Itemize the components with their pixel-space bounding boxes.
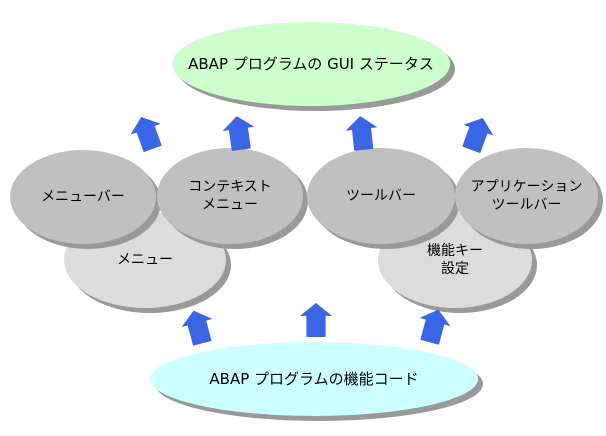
node-function-codes-label: ABAP プログラムの機能コード: [209, 370, 419, 388]
node-toolbar: ツールバー: [307, 148, 455, 244]
block-up-arrow-icon: [456, 113, 498, 156]
node-gui-status: ABAP プログラムの GUI ステータス: [172, 22, 450, 106]
node-context-menu-label: コンテキスト: [188, 179, 272, 195]
block-up-arrow-icon: [344, 114, 379, 151]
node-menu-bar: メニューバー: [10, 150, 156, 244]
node-context-menu: コンテキスト メニュー: [157, 148, 303, 244]
node-toolbar-label: ツールバー: [346, 188, 416, 204]
block-up-arrow-icon: [221, 114, 257, 152]
node-application-toolbar-label: アプリケーション: [470, 179, 583, 195]
node-gui-status-label: ABAP プログラムの GUI ステータス: [188, 55, 434, 73]
node-menu-bar-label: メニューバー: [41, 189, 125, 205]
node-function-key-settings-label: 機能キー: [427, 243, 483, 259]
node-menu-label: メニュー: [117, 252, 173, 268]
node-function-codes: ABAP プログラムの機能コード: [150, 342, 478, 416]
block-up-arrow-icon: [300, 303, 332, 337]
block-up-arrow-icon: [178, 306, 218, 347]
block-up-arrow-icon: [126, 112, 168, 155]
node-application-toolbar: アプリケーション ツールバー: [455, 148, 598, 244]
block-up-arrow-icon: [414, 305, 454, 346]
